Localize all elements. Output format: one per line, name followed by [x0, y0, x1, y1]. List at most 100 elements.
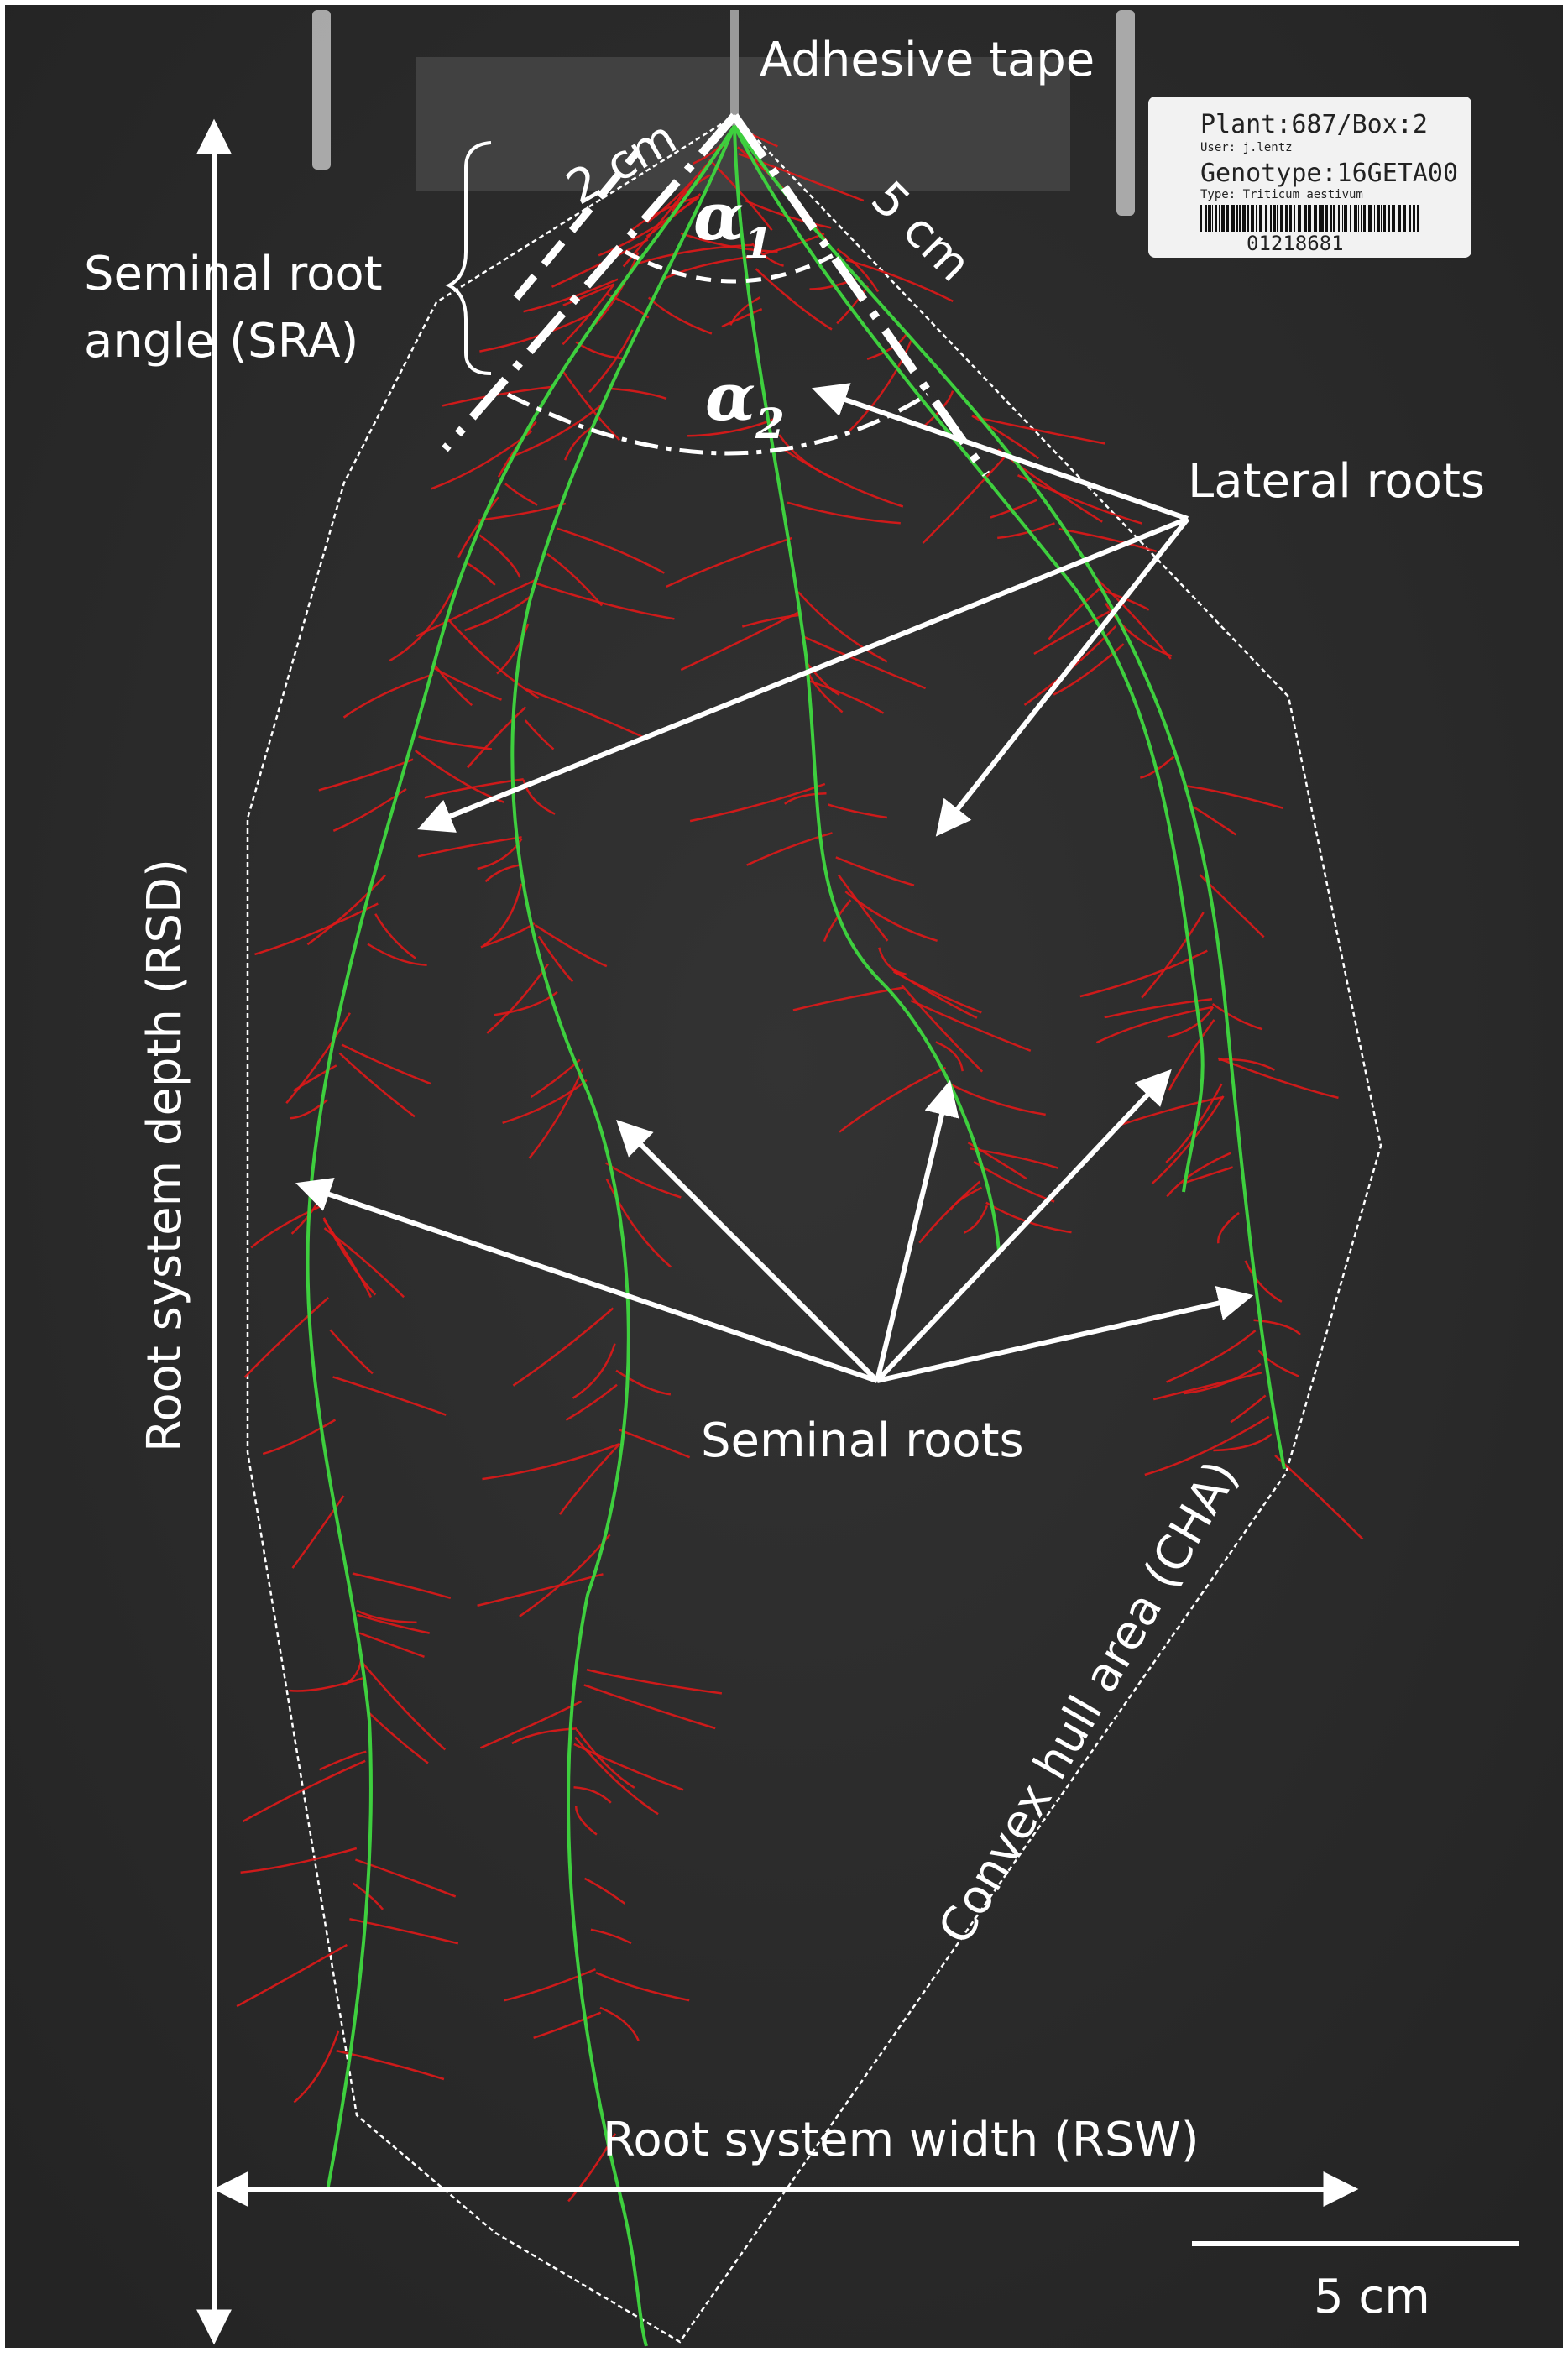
- barcode-bar: [1259, 205, 1262, 232]
- lateral-root: [583, 1877, 626, 1905]
- lateral-root: [1217, 1211, 1240, 1244]
- lateral-root: [608, 387, 667, 400]
- seminal-root-5: [733, 124, 1286, 1470]
- lateral-root: [565, 1383, 618, 1421]
- lateral-root: [878, 947, 907, 975]
- barcode-bar: [1242, 205, 1246, 232]
- lateral-root: [546, 552, 604, 607]
- lateral-root: [1192, 805, 1237, 836]
- barcode-bar: [1251, 205, 1254, 232]
- lateral-root: [285, 1012, 351, 1105]
- lateral-root: [721, 308, 763, 328]
- lateral-root: [659, 255, 755, 282]
- lateral-root: [504, 1968, 596, 2002]
- seminal-arrow-3: [875, 1079, 959, 1382]
- lateral-root: [847, 338, 913, 433]
- lateral-root: [1152, 1371, 1262, 1401]
- lateral-root: [866, 332, 908, 360]
- seminal-root-2: [510, 125, 736, 2347]
- seminal-roots-group: [306, 124, 1286, 2347]
- label-scale-bar: 5 cm: [1314, 2270, 1430, 2324]
- lateral-root: [562, 283, 615, 346]
- barcode-bar: [1215, 205, 1217, 232]
- lateral-root: [293, 1064, 337, 1092]
- lateral-root: [534, 923, 608, 968]
- lateral-root: [972, 415, 1105, 445]
- lateral-root: [536, 582, 675, 620]
- lateral-root: [562, 283, 615, 306]
- lateral-root: [891, 968, 978, 1019]
- barcode-bar: [1377, 205, 1380, 232]
- lateral-root: [352, 1572, 452, 1600]
- sra-right-ray: [730, 113, 990, 477]
- lateral-root: [558, 1442, 621, 1515]
- lateral-root: [823, 899, 852, 943]
- barcode-bar: [1413, 205, 1415, 232]
- lateral-root: [1104, 998, 1213, 1019]
- lateral-root: [528, 1068, 584, 1159]
- lateral-root: [574, 1736, 659, 1816]
- lateral-root: [575, 1728, 635, 1789]
- lateral-root: [666, 536, 792, 588]
- sra-construction-lines: [442, 112, 990, 477]
- barcode-bar: [1403, 205, 1406, 232]
- barcode-bar: [1273, 205, 1276, 232]
- lateral-root: [479, 312, 593, 353]
- sample-barcode: [1200, 205, 1419, 232]
- barcode-bar: [1354, 205, 1356, 232]
- sample-barcode-number: 01218681: [1247, 232, 1344, 255]
- lateral-root: [433, 667, 502, 701]
- lateral-root: [1166, 1152, 1232, 1198]
- lateral-root: [496, 623, 530, 675]
- lateral-root: [374, 913, 416, 959]
- lateral-root: [561, 369, 621, 442]
- lateral-arrow-2: [935, 517, 1190, 837]
- label-sra-line1: Seminal root: [84, 247, 383, 301]
- sample-label-genotype: Genotype:16GETA00: [1200, 159, 1458, 188]
- barcode-bar: [1212, 205, 1213, 232]
- lateral-root: [1144, 1415, 1270, 1476]
- barcode-bar: [1409, 205, 1411, 232]
- lateral-root: [1017, 474, 1142, 525]
- alpha1-subscript: 1: [744, 218, 773, 268]
- lateral-root: [1099, 588, 1150, 611]
- lateral-root: [599, 2006, 640, 2041]
- annotation-arrows: [196, 118, 1359, 2345]
- lateral-root: [1140, 755, 1175, 779]
- lateral-root: [368, 1711, 429, 1764]
- lateral-root: [844, 891, 938, 942]
- lateral-root: [494, 990, 558, 1016]
- label-adhesive-tape: Adhesive tape: [760, 33, 1095, 87]
- lateral-root: [504, 483, 538, 506]
- lateral-root: [836, 248, 880, 293]
- lateral-root: [262, 1419, 337, 1455]
- lateral-root: [573, 1785, 612, 1804]
- label-alpha2: α2: [705, 359, 785, 448]
- lateral-root: [680, 610, 802, 672]
- barcode-bar: [1226, 205, 1229, 232]
- lateral-root: [1211, 1002, 1263, 1031]
- barcode-bar: [1270, 205, 1272, 232]
- lateral-root: [457, 496, 499, 558]
- barcode-bar: [1320, 205, 1324, 232]
- seminal-arrow-4: [875, 1069, 1172, 1383]
- barcode-bar: [1219, 205, 1220, 232]
- lateral-root: [1033, 610, 1111, 655]
- lateral-root: [519, 1534, 611, 1617]
- lateral-root: [417, 836, 522, 858]
- lateral-arrow-3: [812, 383, 1189, 521]
- barcode-bar: [1298, 205, 1301, 232]
- lateral-root: [322, 1217, 377, 1296]
- barcode-bar: [1319, 205, 1320, 232]
- lateral-root: [356, 1609, 417, 1624]
- barcode-bar: [1314, 205, 1317, 232]
- barcode-bar: [1342, 205, 1343, 232]
- lateral-root: [483, 883, 523, 947]
- lateral-root: [338, 1052, 416, 1118]
- alpha2-arc: [506, 392, 929, 456]
- barcode-bar: [1256, 205, 1257, 232]
- label-sra-line2: angle (SRA): [84, 314, 358, 368]
- label-root-system-width: Root system width (RSW): [603, 2113, 1200, 2167]
- barcode-bar: [1285, 205, 1288, 232]
